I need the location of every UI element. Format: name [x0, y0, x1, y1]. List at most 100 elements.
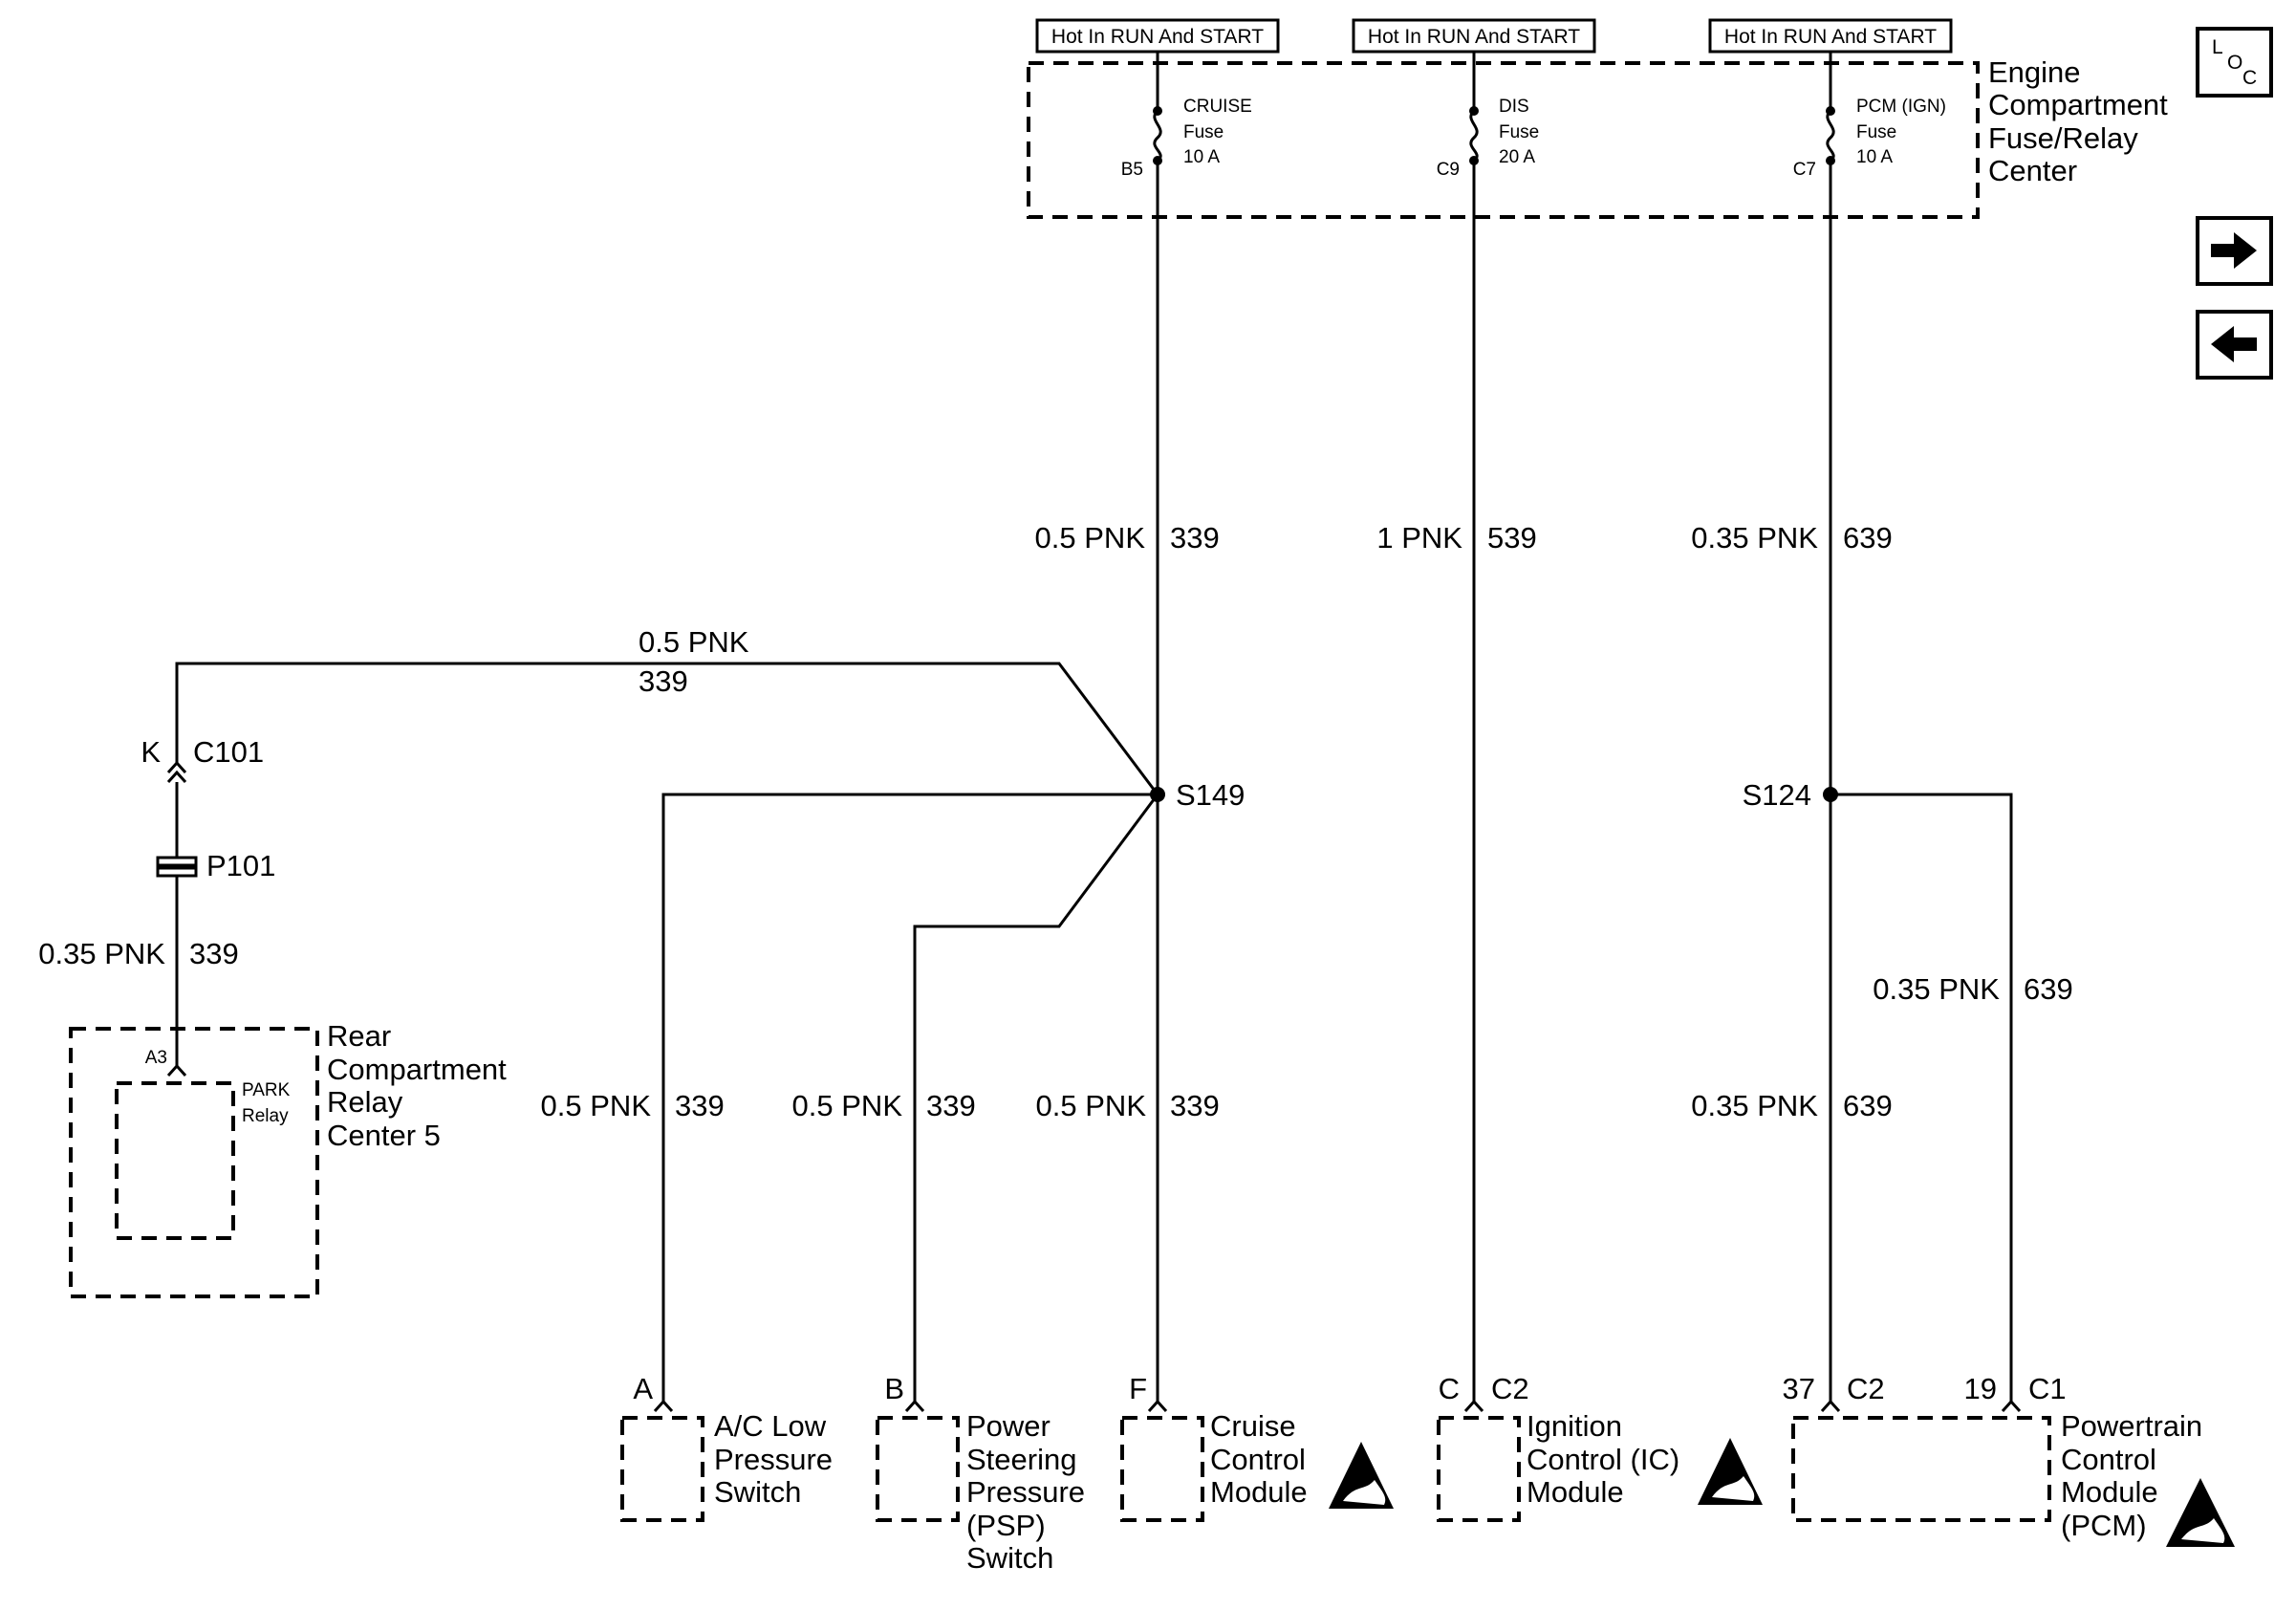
hot-label-pcm: Hot In RUN And START — [1708, 18, 1953, 54]
svg-text:339: 339 — [1170, 1089, 1220, 1122]
svg-text:Relay: Relay — [242, 1106, 289, 1126]
svg-text:Module: Module — [1527, 1475, 1624, 1509]
svg-text:339: 339 — [639, 664, 688, 698]
svg-text:C: C — [2242, 67, 2257, 89]
rear-relay-center-outline — [69, 1027, 319, 1298]
svg-text:20 A: 20 A — [1499, 147, 1535, 167]
svg-text:C2: C2 — [1491, 1372, 1529, 1405]
svg-text:639: 639 — [1843, 1089, 1893, 1122]
svg-text:Relay: Relay — [327, 1085, 403, 1119]
wire-label-psp: 0.5 PNK 339 — [792, 1089, 976, 1122]
esd-warning-icon — [1698, 1438, 1763, 1505]
svg-text:B: B — [884, 1372, 904, 1405]
svg-text:339: 339 — [675, 1089, 725, 1122]
svg-text:Compartment: Compartment — [1988, 88, 2168, 121]
wire-label-pcm-c1: 0.35 PNK 639 — [1873, 972, 2072, 1006]
svg-text:19: 19 — [1964, 1372, 1997, 1405]
wire-label-cruise-main: 0.5 PNK 339 — [1035, 521, 1220, 555]
svg-text:10 A: 10 A — [1856, 147, 1893, 167]
fuse-block-title: Engine Compartment Fuse/Relay Center — [1988, 55, 2168, 187]
svg-text:Steering: Steering — [966, 1443, 1076, 1476]
wire-label-dis-main: 1 PNK 539 — [1376, 521, 1536, 555]
svg-text:F: F — [1129, 1372, 1147, 1405]
svg-text:Center: Center — [1988, 154, 2077, 187]
svg-text:0.5 PNK: 0.5 PNK — [1035, 521, 1146, 555]
psp-switch: B Power Steering Pressure (PSP) Switch — [876, 1372, 1085, 1575]
wire-psp-switch — [913, 794, 1159, 1402]
wire-label-pcm-c2: 0.35 PNK 639 — [1691, 1089, 1892, 1122]
svg-text:B5: B5 — [1121, 160, 1143, 180]
svg-text:Powertrain: Powertrain — [2061, 1409, 2202, 1443]
svg-text:C9: C9 — [1437, 160, 1460, 180]
wire-label-ccm: 0.5 PNK 339 — [1036, 1089, 1220, 1122]
cruise-control-module: F Cruise Control Module — [1120, 1372, 1308, 1522]
svg-text:DIS: DIS — [1499, 97, 1529, 117]
wire-label-pcm-main: 0.35 PNK 639 — [1691, 521, 1892, 555]
next-page-arrow-icon[interactable] — [2196, 216, 2273, 286]
svg-text:Control: Control — [2061, 1443, 2156, 1476]
svg-text:(PCM): (PCM) — [2061, 1509, 2147, 1542]
prev-page-arrow-icon[interactable] — [2196, 310, 2273, 380]
svg-text:Fuse: Fuse — [1183, 122, 1224, 142]
svg-text:C1: C1 — [2028, 1372, 2067, 1405]
wire-pcm-c1 — [1830, 793, 2013, 1402]
svg-text:Hot In RUN And START: Hot In RUN And START — [1724, 26, 1937, 48]
svg-text:0.35 PNK: 0.35 PNK — [1873, 972, 2000, 1006]
hot-label-dis: Hot In RUN And START — [1352, 18, 1596, 54]
wire-park-branch — [175, 662, 1159, 795]
svg-text:Module: Module — [2061, 1475, 2158, 1509]
esd-warning-icon — [1329, 1442, 1394, 1509]
svg-text:Fuse: Fuse — [1499, 122, 1539, 142]
svg-text:Compartment: Compartment — [327, 1053, 507, 1086]
svg-text:Hot In RUN And START: Hot In RUN And START — [1051, 26, 1264, 48]
svg-text:A: A — [633, 1372, 653, 1405]
fuse-pcm-ign: PCM (IGN) Fuse 10 A C7 — [1793, 52, 1946, 180]
svg-text:Center 5: Center 5 — [327, 1119, 441, 1152]
svg-text:0.5 PNK: 0.5 PNK — [639, 625, 749, 659]
svg-text:P101: P101 — [206, 849, 275, 882]
wire-ac-switch — [661, 793, 1158, 1402]
svg-text:Engine: Engine — [1988, 55, 2081, 89]
svg-text:Cruise: Cruise — [1210, 1409, 1296, 1443]
svg-text:Rear: Rear — [327, 1019, 391, 1053]
loc-icon[interactable]: L O C — [2196, 27, 2273, 98]
svg-text:Hot In RUN And START: Hot In RUN And START — [1368, 26, 1580, 48]
svg-text:Power: Power — [966, 1409, 1051, 1443]
svg-text:1 PNK: 1 PNK — [1376, 521, 1462, 555]
svg-text:C7: C7 — [1793, 160, 1816, 180]
svg-text:PARK: PARK — [242, 1080, 291, 1100]
svg-text:Switch: Switch — [966, 1541, 1053, 1575]
svg-text:0.5 PNK: 0.5 PNK — [541, 1089, 652, 1122]
svg-text:O: O — [2227, 52, 2242, 74]
svg-text:0.5 PNK: 0.5 PNK — [1036, 1089, 1147, 1122]
svg-text:539: 539 — [1487, 521, 1537, 555]
svg-text:Fuse: Fuse — [1856, 122, 1896, 142]
powertrain-control-module: 37 C2 19 C1 Powertrain Control Module (P… — [1783, 1372, 2203, 1542]
fuse-cruise: CRUISE Fuse 10 A B5 — [1121, 52, 1252, 180]
svg-text:Control (IC): Control (IC) — [1527, 1443, 1679, 1476]
svg-text:37: 37 — [1783, 1372, 1815, 1405]
svg-text:Fuse/Relay: Fuse/Relay — [1988, 121, 2138, 155]
ignition-control-module: C C2 Ignition Control (IC) Module — [1437, 1372, 1679, 1522]
svg-text:A3: A3 — [145, 1048, 167, 1068]
fuse-dis: DIS Fuse 20 A C9 — [1437, 52, 1539, 180]
ac-low-pressure-switch: A A/C Low Pressure Switch — [620, 1372, 833, 1522]
svg-text:0.35 PNK: 0.35 PNK — [38, 937, 165, 970]
svg-text:PCM (IGN): PCM (IGN) — [1856, 97, 1946, 117]
wire-label-park-branch: 0.5 PNK 339 — [639, 625, 749, 698]
svg-text:K: K — [141, 735, 161, 769]
svg-text:L: L — [2212, 36, 2223, 58]
svg-text:CRUISE: CRUISE — [1183, 97, 1252, 117]
rear-relay-center-title: Rear Compartment Relay Center 5 — [327, 1019, 507, 1152]
svg-text:0.35 PNK: 0.35 PNK — [1691, 521, 1818, 555]
svg-text:10 A: 10 A — [1183, 147, 1220, 167]
svg-text:Ignition: Ignition — [1527, 1409, 1622, 1443]
svg-text:C101: C101 — [193, 735, 264, 769]
wire-label-ac: 0.5 PNK 339 — [541, 1089, 725, 1122]
svg-text:0.35 PNK: 0.35 PNK — [1691, 1089, 1818, 1122]
hot-label-cruise: Hot In RUN And START — [1035, 18, 1280, 54]
svg-text:Pressure: Pressure — [714, 1443, 833, 1476]
svg-text:639: 639 — [2024, 972, 2073, 1006]
svg-text:C: C — [1439, 1372, 1460, 1405]
